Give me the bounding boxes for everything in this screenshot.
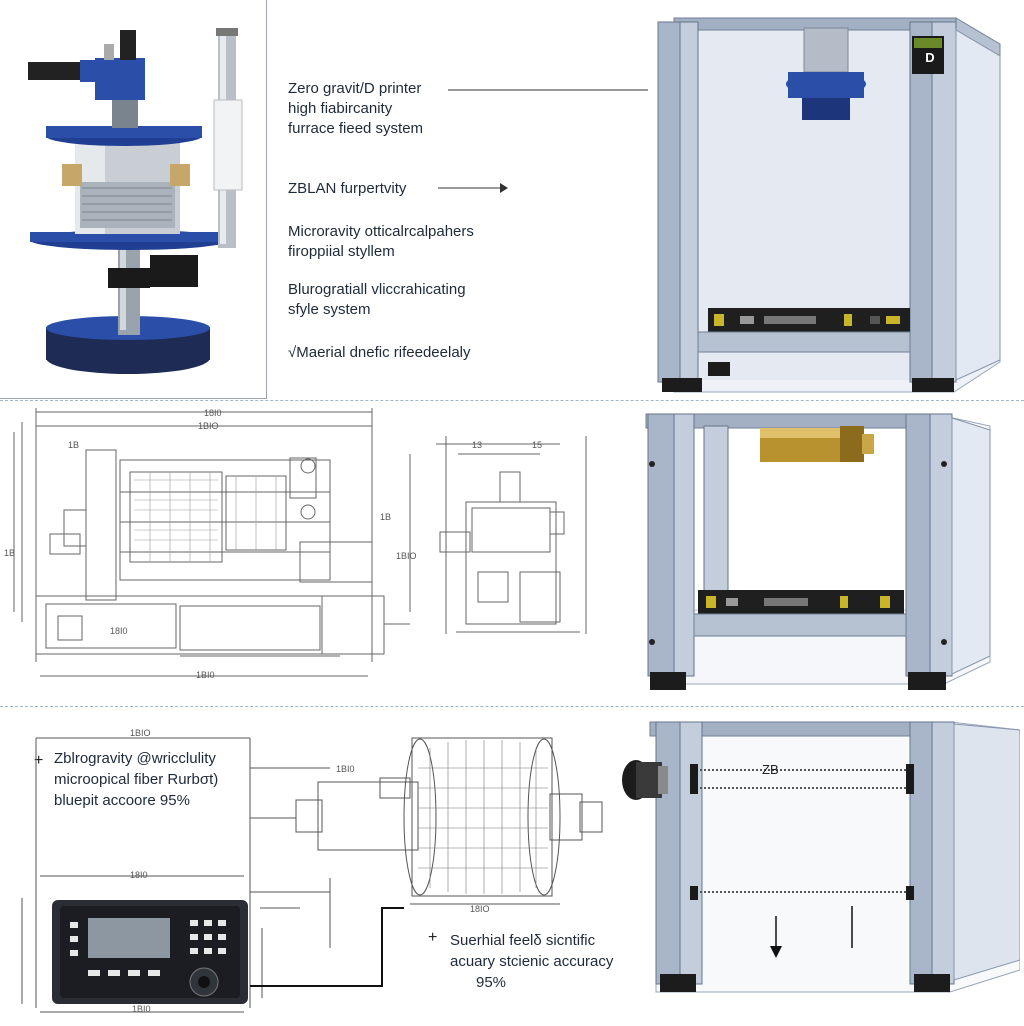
middle-divider xyxy=(0,706,1024,707)
callout-style-system: sfyle system xyxy=(288,301,371,318)
callout-accuracy: acuary stcienic accuracy xyxy=(450,953,614,970)
dim-label: 18I0 xyxy=(130,870,148,880)
dim-label: 1BI0 xyxy=(132,1004,151,1014)
callout-material: √Maerial dnefic rifeedeelaly xyxy=(288,344,471,361)
dim-label: 18I0 xyxy=(110,626,128,636)
dim-label: 18I0 xyxy=(204,408,222,418)
callout-blueprint-accuracy: bluepit accoore 95% xyxy=(54,792,190,809)
callout-microopical-fiber: microopical fiber Rurbσt) xyxy=(54,771,219,788)
callout-leader-lines-top xyxy=(438,89,648,193)
top-left-panel-border xyxy=(0,0,267,399)
blueprint-schematic xyxy=(13,408,587,677)
callout-microgravity: Microravity otticalrcalpahers xyxy=(288,223,474,240)
callout-furnace-feed: furrace fieed system xyxy=(288,120,424,137)
dim-label: 13 xyxy=(472,440,483,450)
top-divider xyxy=(0,400,1024,401)
dim-label: 1BIO xyxy=(130,728,151,738)
plus-marker: + xyxy=(34,752,44,769)
dim-label: 1B xyxy=(68,440,80,450)
dim-label: 1BI0 xyxy=(336,764,355,774)
spool-assembly-drawing xyxy=(21,737,603,1013)
dim-label: 15 xyxy=(532,440,543,450)
callout-zblan: ZBLAN furpertvity xyxy=(288,180,407,197)
dim-label: 18IO xyxy=(470,904,490,914)
dim-label: 1BIO xyxy=(198,421,219,431)
callout-blurogratial: Blurogratiall vliccrahicating xyxy=(288,281,466,298)
callout-surface-feel: Suerhial feelδ sicntific xyxy=(450,932,596,949)
callout-fiber-system: firoppiial styllem xyxy=(288,243,395,260)
printer-enclosure-top xyxy=(657,17,1001,393)
dim-label: 1B xyxy=(4,548,16,558)
callout-zero-gravity: Zero gravit/D printer xyxy=(288,80,422,97)
printer-frame-middle xyxy=(645,413,991,690)
dim-label: 1BI0 xyxy=(196,670,215,680)
callout-high-fiability: high fiabircanity xyxy=(288,100,393,117)
plus-marker: + xyxy=(428,929,438,946)
callout-zblrogravity: Zblrogravity @wricclulity xyxy=(54,750,216,767)
printer-frame-bottom xyxy=(622,721,1020,993)
frame-label: ZB xyxy=(762,762,779,777)
printer-badge-text: D xyxy=(925,50,935,65)
dim-label: 1B xyxy=(380,512,392,522)
callout-accuracy-value: 95% xyxy=(476,974,507,991)
furnace-feed-system-illustration xyxy=(28,28,243,374)
dim-label: 1BIO xyxy=(396,551,417,561)
